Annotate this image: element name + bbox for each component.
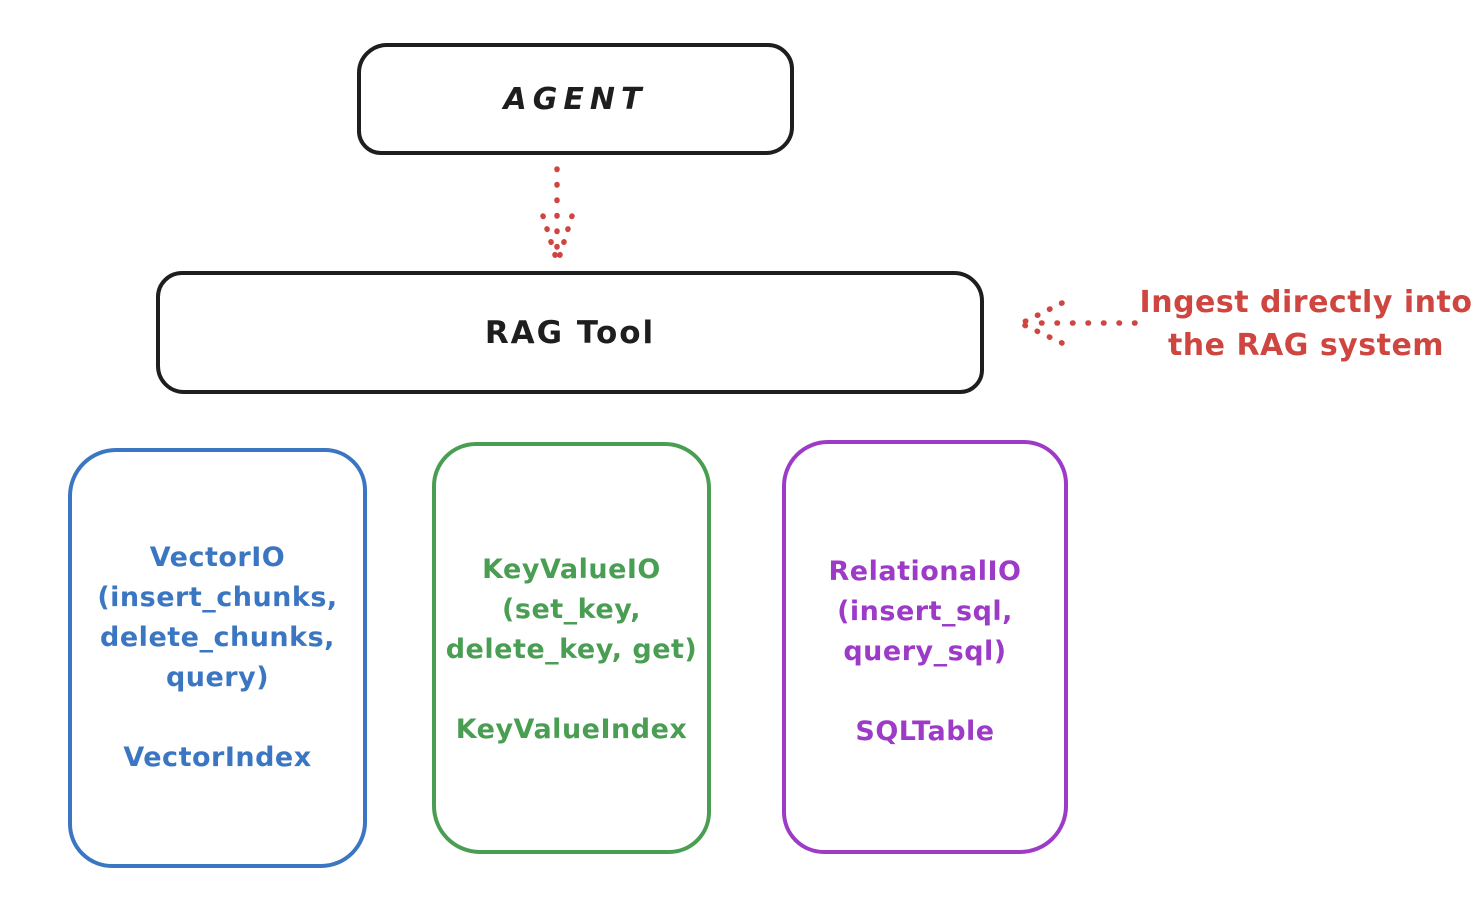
ingest-annotation-line1: Ingest directly into [1139,285,1473,320]
vector-io-line: (insert_chunks, [97,582,338,613]
relational-io-line: RelationalIO [828,556,1022,587]
vector-io-line: VectorIO [149,542,286,573]
keyvalue-index-label: KeyValueIndex [455,714,688,745]
vector-io-node[interactable]: VectorIO (insert_chunks, delete_chunks, … [68,448,367,868]
keyvalue-io-line: (set_key, [502,594,641,625]
dotted-left-arrow-icon [1021,300,1138,346]
agent-node[interactable]: AGENT [357,43,794,155]
sql-table-label: SQLTable [855,716,995,747]
relational-io-line: (insert_sql, [837,596,1013,627]
relational-io-node[interactable]: RelationalIO (insert_sql, query_sql) SQL… [782,440,1068,854]
rag-tool-node[interactable]: RAG Tool [156,271,984,394]
keyvalue-io-line: KeyValueIO [482,554,661,585]
keyvalue-io-node[interactable]: KeyValueIO (set_key, delete_key, get) Ke… [432,442,711,854]
dotted-down-arrow-icon [540,166,575,261]
ingest-annotation-line2: the RAG system [1167,328,1445,363]
vector-index-label: VectorIndex [123,742,312,773]
keyvalue-io-line: delete_key, get) [445,634,698,665]
vector-io-line: query) [165,662,270,693]
ingest-annotation: Ingest directly into the RAG system [1138,281,1474,367]
rag-tool-label: RAG Tool [484,314,656,351]
agent-label: AGENT [503,81,648,117]
vector-io-line: delete_chunks, [100,622,335,653]
relational-io-line: query_sql) [843,636,1007,667]
